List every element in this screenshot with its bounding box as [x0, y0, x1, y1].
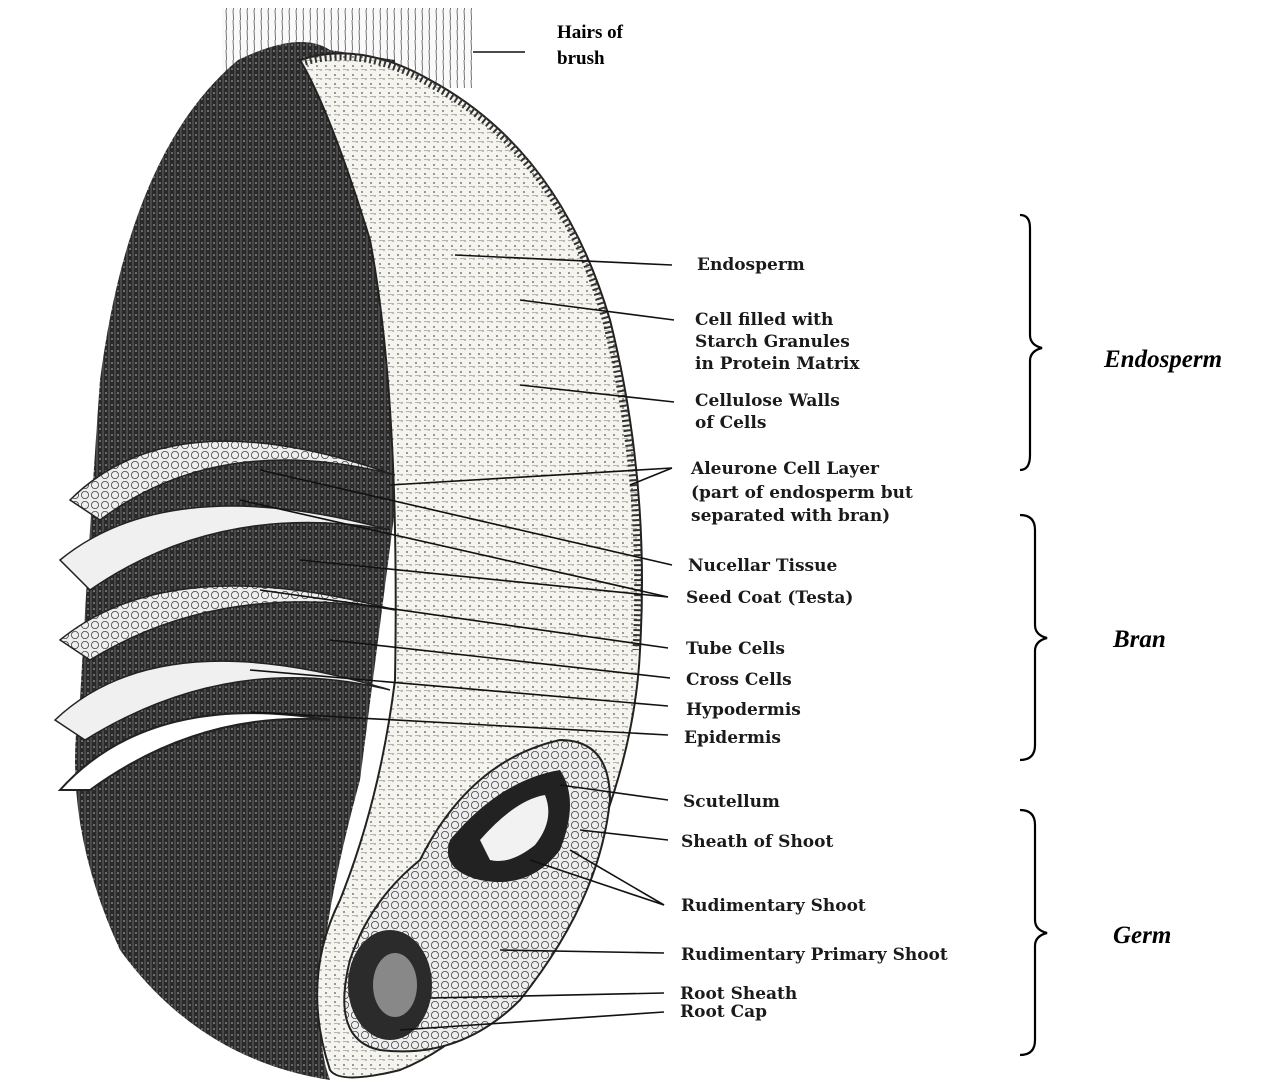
brace-endosperm: [1020, 215, 1042, 470]
root-inner: [373, 953, 417, 1017]
label-seed-coat: Seed Coat (Testa): [686, 588, 853, 608]
label-hypodermis: Hypodermis: [686, 700, 801, 720]
label-hairs-of-brush: Hairs of brush: [557, 22, 628, 69]
label-cell-filled: Cell filled with Starch Granules in Prot…: [695, 310, 860, 374]
label-rudimentary-primary-shoot: Rudimentary Primary Shoot: [681, 945, 948, 965]
kernel-illustration: [55, 8, 642, 1080]
label-tube-cells: Tube Cells: [686, 639, 785, 659]
group-label-bran: Bran: [1112, 626, 1166, 653]
label-endosperm: Endosperm: [697, 255, 805, 275]
brace-bran: [1020, 515, 1047, 760]
brace-germ: [1020, 810, 1047, 1055]
group-label-germ: Germ: [1113, 922, 1171, 949]
group-label-endosperm: Endosperm: [1103, 346, 1222, 373]
label-nucellar-tissue: Nucellar Tissue: [688, 556, 837, 576]
label-cellulose-walls: Cellulose Walls of Cells: [695, 391, 846, 433]
label-cross-cells: Cross Cells: [686, 670, 792, 690]
label-epidermis: Epidermis: [684, 728, 781, 748]
label-root-cap: Root Cap: [680, 1002, 767, 1022]
label-scutellum: Scutellum: [683, 792, 780, 812]
label-rudimentary-shoot: Rudimentary Shoot: [681, 896, 866, 916]
label-sheath-of-shoot: Sheath of Shoot: [681, 832, 833, 852]
label-aleurone: Aleurone Cell Layer (part of endosperm b…: [690, 459, 919, 526]
label-root-sheath: Root Sheath: [680, 984, 797, 1004]
